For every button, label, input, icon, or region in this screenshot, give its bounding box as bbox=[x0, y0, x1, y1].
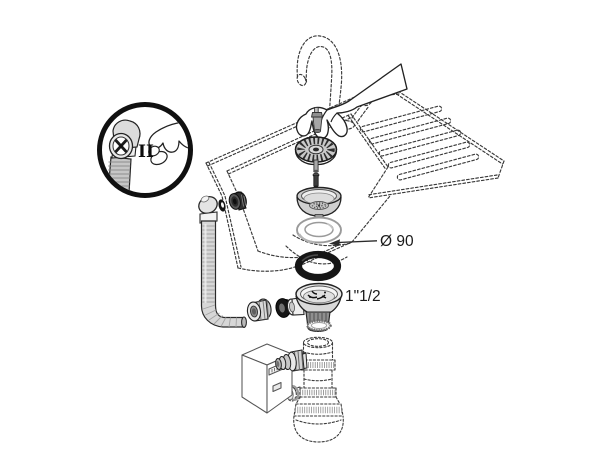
inset-step-label: II bbox=[138, 142, 154, 162]
overflow-nut bbox=[228, 191, 247, 211]
hose-end-cap bbox=[241, 316, 247, 328]
hose-corrugation bbox=[202, 225, 237, 328]
hose-nut bbox=[246, 298, 272, 322]
fixing-screw bbox=[312, 172, 320, 189]
drain-body bbox=[286, 282, 343, 332]
dimension-diameter: Ø 90 bbox=[329, 233, 414, 250]
inset-detail-overflow-clip: II bbox=[97, 102, 193, 198]
flat-gasket-90mm bbox=[296, 216, 342, 244]
label-diameter: Ø 90 bbox=[380, 233, 414, 250]
overflow-washer bbox=[218, 199, 226, 212]
leader-line bbox=[337, 240, 378, 244]
overflow-hose bbox=[198, 195, 247, 328]
strainer-plug-knob bbox=[310, 107, 324, 133]
dishwasher-kick-plate bbox=[272, 381, 282, 393]
label-thread-size: 1"1/2 bbox=[345, 288, 381, 305]
sink-countertop-outline bbox=[205, 90, 505, 272]
strainer-plug bbox=[294, 136, 338, 173]
dishwasher-connection-nozzle bbox=[275, 349, 308, 372]
threaded-ring bbox=[306, 319, 332, 332]
hand-installing-plug bbox=[295, 63, 408, 140]
drain-body-slots bbox=[307, 290, 327, 300]
inset-fingertip bbox=[148, 145, 160, 157]
dishwasher bbox=[241, 343, 293, 414]
strainer-basket bbox=[296, 186, 342, 219]
drainboard-grooves bbox=[359, 105, 480, 181]
leader-arrowhead bbox=[329, 239, 340, 246]
rubber-seal-ring bbox=[294, 250, 342, 282]
